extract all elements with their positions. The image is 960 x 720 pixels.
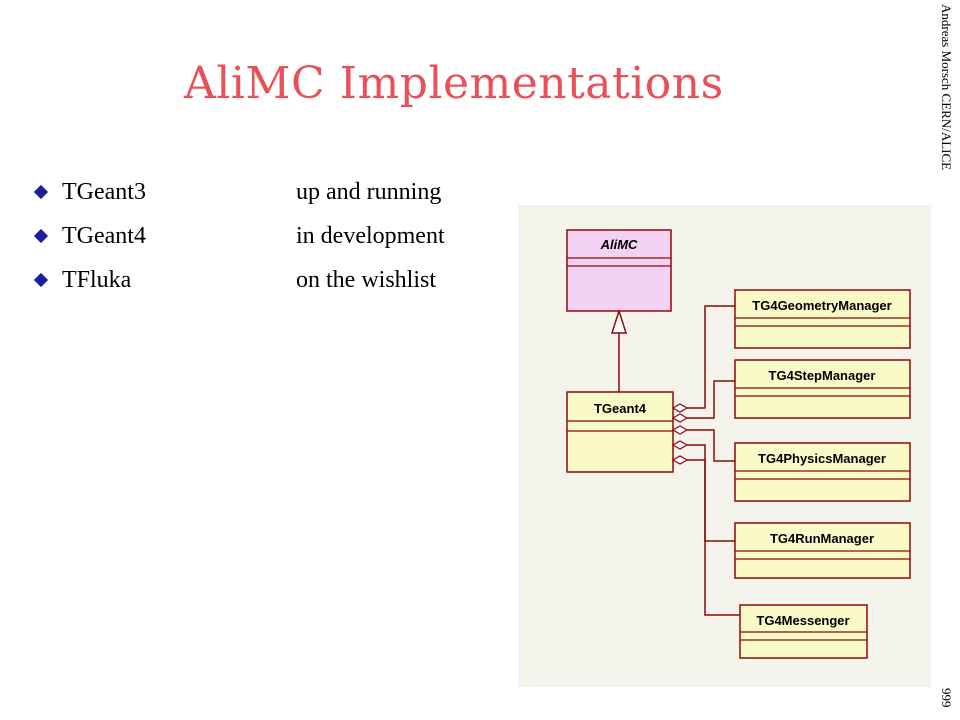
bullet-status: on the wishlist (296, 266, 437, 293)
bullet-status: up and running (296, 178, 442, 205)
aggregation-diamond-icon (671, 425, 689, 435)
class-name-manager: TG4GeometryManager (752, 298, 891, 313)
inheritance-arrow-icon (610, 308, 628, 334)
class-name-tgeant4: TGeant4 (594, 401, 647, 416)
class-box-tgeant4[interactable]: TGeant4 (566, 391, 674, 473)
class-box-manager[interactable]: TG4GeometryManager (734, 289, 911, 349)
connector-geometry (687, 305, 735, 409)
connector-physics (687, 429, 735, 462)
connector-step (687, 380, 735, 419)
bullet-list: TGeant3 up and running TGeant4 in develo… (33, 170, 445, 302)
aggregation-diamond-icon (671, 455, 689, 465)
bullet-name: TFluka (62, 266, 132, 293)
bullet-name: TGeant4 (62, 222, 146, 249)
connector-messenger (687, 459, 740, 616)
uml-class-diagram: AliMC TGeant4 TG4G (518, 205, 931, 687)
class-name-manager: TG4RunManager (770, 531, 874, 546)
diamond-bullet-icon (33, 272, 49, 288)
page-number: 999 (939, 688, 954, 708)
class-name-manager: TG4StepManager (769, 368, 876, 383)
bullet-name: TGeant3 (62, 178, 146, 205)
bullet-item: TFluka on the wishlist (33, 258, 445, 302)
aggregation-diamond-icon (671, 403, 689, 413)
aggregation-diamond-icon (671, 413, 689, 423)
diamond-bullet-icon (33, 228, 49, 244)
diamond-bullet-icon (33, 184, 49, 200)
bullet-item: TGeant3 up and running (33, 170, 445, 214)
slide-title: AliMC Implementations (184, 58, 724, 109)
composition-diamonds (671, 403, 689, 465)
bullet-item: TGeant4 in development (33, 214, 445, 258)
author-credit: Andreas Morsch CERN/ALICE (939, 4, 954, 171)
aggregation-diamond-icon (671, 440, 689, 450)
class-name-manager: TG4Messenger (756, 613, 849, 628)
class-box-manager[interactable]: TG4Messenger (739, 604, 868, 659)
class-box-manager[interactable]: TG4PhysicsManager (734, 442, 911, 502)
class-box-alimc[interactable]: AliMC (566, 229, 672, 312)
class-box-manager[interactable]: TG4StepManager (734, 359, 911, 419)
class-name-manager: TG4PhysicsManager (758, 451, 886, 466)
class-box-manager[interactable]: TG4RunManager (734, 522, 911, 579)
bullet-status: in development (296, 222, 445, 249)
class-name-alimc: AliMC (600, 237, 638, 252)
composition-connectors (687, 305, 740, 616)
uml-diagram-canvas: AliMC TGeant4 TG4G (566, 229, 911, 659)
